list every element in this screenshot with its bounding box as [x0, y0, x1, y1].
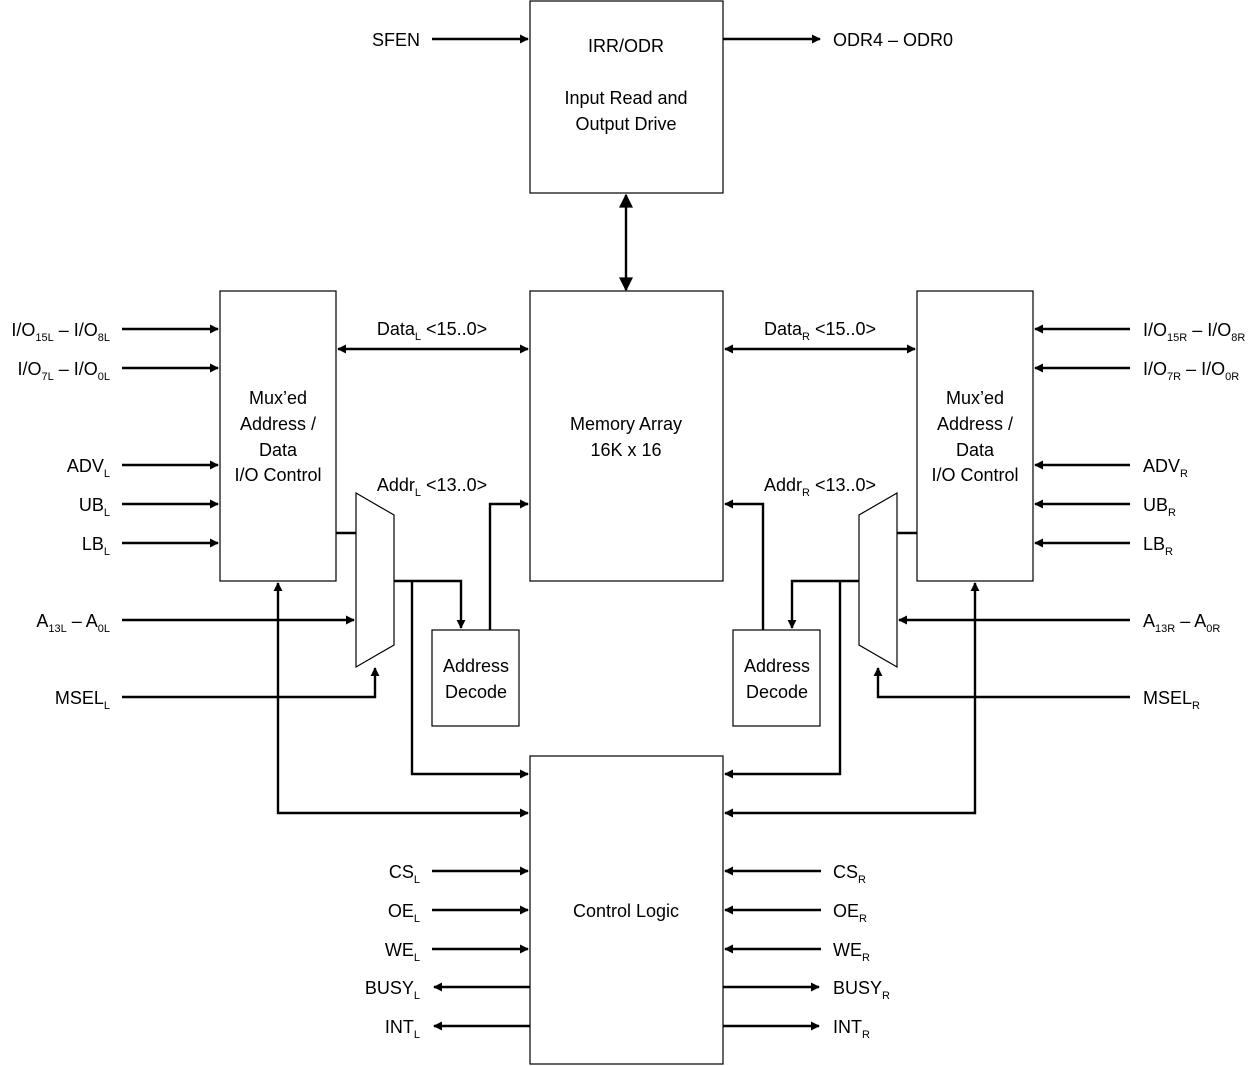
int-right-label: INTR: [833, 1017, 870, 1041]
busy-left-label: BUSYL: [365, 978, 420, 1002]
mux-left-to-decode: [394, 579, 466, 629]
we-right-label: WER: [833, 940, 870, 964]
msel-right-label: MSELR: [1143, 688, 1200, 712]
msel-left-arrow: [122, 667, 380, 699]
irr-odr-block: IRR/ODR Input Read and Output Drive: [529, 0, 724, 194]
ub-right-label: UBR: [1143, 495, 1176, 519]
io-left-line2: Address /: [240, 414, 316, 434]
io-left-line3: Data: [259, 440, 298, 460]
decode-right-to-memory: [724, 499, 765, 630]
cs-left-label: CSL: [389, 862, 420, 886]
oe-right-label: OER: [833, 901, 867, 925]
io-hi-right-label: I/O15R – I/O8R: [1143, 320, 1245, 344]
io-lo-right-label: I/O7R – I/O0R: [1143, 359, 1239, 383]
cs-right-label: CSR: [833, 862, 866, 886]
io-left-control-link: [273, 582, 529, 818]
addr-in-right-label: A13R – A0R: [1143, 611, 1220, 635]
io-right-line1: Mux’ed: [946, 388, 1004, 408]
data-right-label: DataR <15..0>: [764, 319, 876, 343]
decode-left-to-memory: [488, 499, 529, 630]
msel-right-arrow: [873, 667, 1130, 699]
data-left-label: DataL <15..0>: [377, 319, 487, 343]
io-control-left-block: Mux’ed Address / Data I/O Control: [219, 290, 337, 582]
io-left-line1: Mux’ed: [249, 388, 307, 408]
adv-left-label: ADVL: [67, 456, 110, 480]
decode-left-line2: Decode: [445, 682, 507, 702]
io-hi-left-label: I/O15L – I/O8L: [11, 320, 110, 344]
io-lo-left-label: I/O7L – I/O0L: [17, 359, 110, 383]
lb-left-label: LBL: [82, 534, 110, 558]
addr-right-label: AddrR <13..0>: [764, 475, 876, 499]
address-decode-right-block: Address Decode: [732, 629, 821, 727]
irr-odr-line1: Input Read and: [564, 88, 687, 108]
adv-right-label: ADVR: [1143, 456, 1188, 480]
mux-left: [355, 491, 395, 669]
sfen-label: SFEN: [372, 30, 420, 50]
addr-left-label: AddrL <13..0>: [377, 475, 487, 499]
mux-right-to-decode: [787, 579, 859, 629]
busy-right-label: BUSYR: [833, 978, 890, 1002]
mux-right: [858, 491, 898, 669]
int-left-label: INTL: [385, 1017, 420, 1041]
io-left-line4: I/O Control: [234, 465, 321, 485]
decode-right-line1: Address: [744, 656, 810, 676]
decode-right-line2: Decode: [746, 682, 808, 702]
we-left-label: WEL: [385, 940, 420, 964]
memory-line2: 16K x 16: [590, 440, 661, 460]
control-logic-label: Control Logic: [573, 901, 679, 921]
io-right-line4: I/O Control: [931, 465, 1018, 485]
odr-label: ODR4 – ODR0: [833, 30, 953, 50]
lb-right-label: LBR: [1143, 534, 1173, 558]
memory-array-block: Memory Array 16K x 16: [529, 290, 724, 582]
address-decode-left-block: Address Decode: [431, 629, 520, 727]
oe-left-label: OEL: [388, 901, 420, 925]
memory-line1: Memory Array: [570, 414, 682, 434]
control-logic-block: Control Logic: [529, 755, 724, 1065]
irr-odr-line2: Output Drive: [575, 114, 676, 134]
io-control-right-block: Mux’ed Address / Data I/O Control: [916, 290, 1034, 582]
irr-odr-title: IRR/ODR: [588, 36, 664, 56]
ub-left-label: UBL: [79, 495, 110, 519]
io-right-line2: Address /: [937, 414, 1013, 434]
decode-left-line1: Address: [443, 656, 509, 676]
io-right-line3: Data: [956, 440, 995, 460]
addr-in-left-label: A13L – A0L: [36, 611, 110, 635]
msel-left-label: MSELL: [55, 688, 110, 712]
io-right-control-link: [724, 582, 980, 818]
